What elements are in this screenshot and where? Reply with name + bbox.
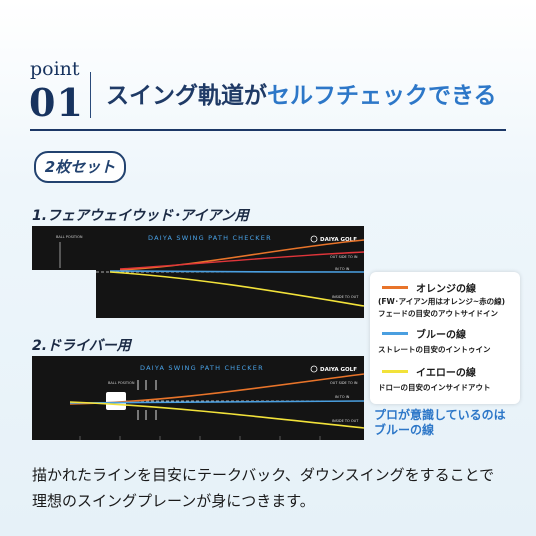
legend-yellow-name: イエローの線 [416,368,476,379]
mat2-heading: DAIYA SWING PATH CHECKER [140,364,264,372]
mat2-blue-line [69,400,365,404]
mat2-yellow-line [69,401,365,429]
mat2-label-inside: INSIDE TO OUT [332,419,359,423]
mat1-label-in: IN TO IN [335,267,350,271]
legend-orange-name: オレンジの線 [416,284,476,295]
mat1-label-out: OUT SIDE TO IN [330,255,358,259]
point-label: point [30,58,80,80]
pro-callout-line2: ブルーの線 [374,423,435,437]
headline: スイング軌道がセルフチェックできる [106,76,497,110]
mat1-orange-line [119,239,365,271]
legend-yellow-desc: ドローの目安のインサイドアウト [378,383,491,392]
mat1-heading: DAIYA SWING PATH CHECKER [148,234,272,242]
mat2-title: 2.ドライバー用 [32,338,131,354]
mat2-label-in: IN TO IN [335,395,350,399]
mat2-scale-ticks [79,436,321,440]
brand-logo-icon [310,365,318,373]
caption-line2: 理想のスイングプレーンが身につきます。 [32,492,315,510]
legend-orange-swatch [382,286,408,289]
point-number: 01 [29,80,84,125]
headline-prefix: スイング軌道が [106,83,267,109]
mat2-ball-label: BALL POSITION [108,381,135,385]
mat2-stance-marks [137,380,157,420]
legend-blue-name: ブルーの線 [416,330,466,341]
mat1-red-line [119,251,365,270]
pro-callout: プロが意識しているのは ブルーの線 [374,408,506,438]
legend-blue-swatch [382,332,408,335]
mat2-illustration: DAIYA SWING PATH CHECKER DAIYA GOLF BALL… [32,356,365,440]
mat1-yellow-line [109,271,365,307]
mat2-label-out: OUT SIDE TO IN [330,381,358,385]
line-legend: オレンジの線 (FW･アイアン用はオレンジ~赤の線) フェードの目安のアウトサイ… [370,272,520,404]
legend-blue-desc: ストレートの目安のイントゥイン [378,345,491,354]
header-divider [90,72,91,118]
header-rule [30,129,506,131]
mat1-illustration: DAIYA SWING PATH CHECKER DAIYA GOLF BALL… [32,226,365,318]
legend-yellow-swatch [382,370,408,373]
mat1-blue-line [109,270,365,273]
mat1-title: 1.フェアウェイウッド･アイアン用 [32,208,249,224]
legend-orange-note: (FW･アイアン用はオレンジ~赤の線) [378,297,506,306]
mat2-tee-pad [106,392,126,410]
brand-logo-icon [310,235,318,243]
mat1-ball-label: BALL POSITION [56,235,83,239]
mat2-brand: DAIYA GOLF [320,367,357,373]
caption-line1: 描かれたラインを目安にテークバック、ダウンスイングをすることで [32,466,495,484]
mat2-surface [32,356,364,440]
mat1-label-inside: INSIDE TO OUT [332,295,359,299]
set-badge: 2枚セット [34,151,126,183]
mat1-brand: DAIYA GOLF [320,237,357,243]
legend-orange-desc: フェードの目安のアウトサイドイン [378,309,498,318]
caption: 描かれたラインを目安にテークバック、ダウンスイングをすることで 理想のスイングプ… [32,462,494,514]
pro-callout-line1: プロが意識しているのは [374,408,506,422]
headline-accent: セルフチェックできる [267,83,497,109]
